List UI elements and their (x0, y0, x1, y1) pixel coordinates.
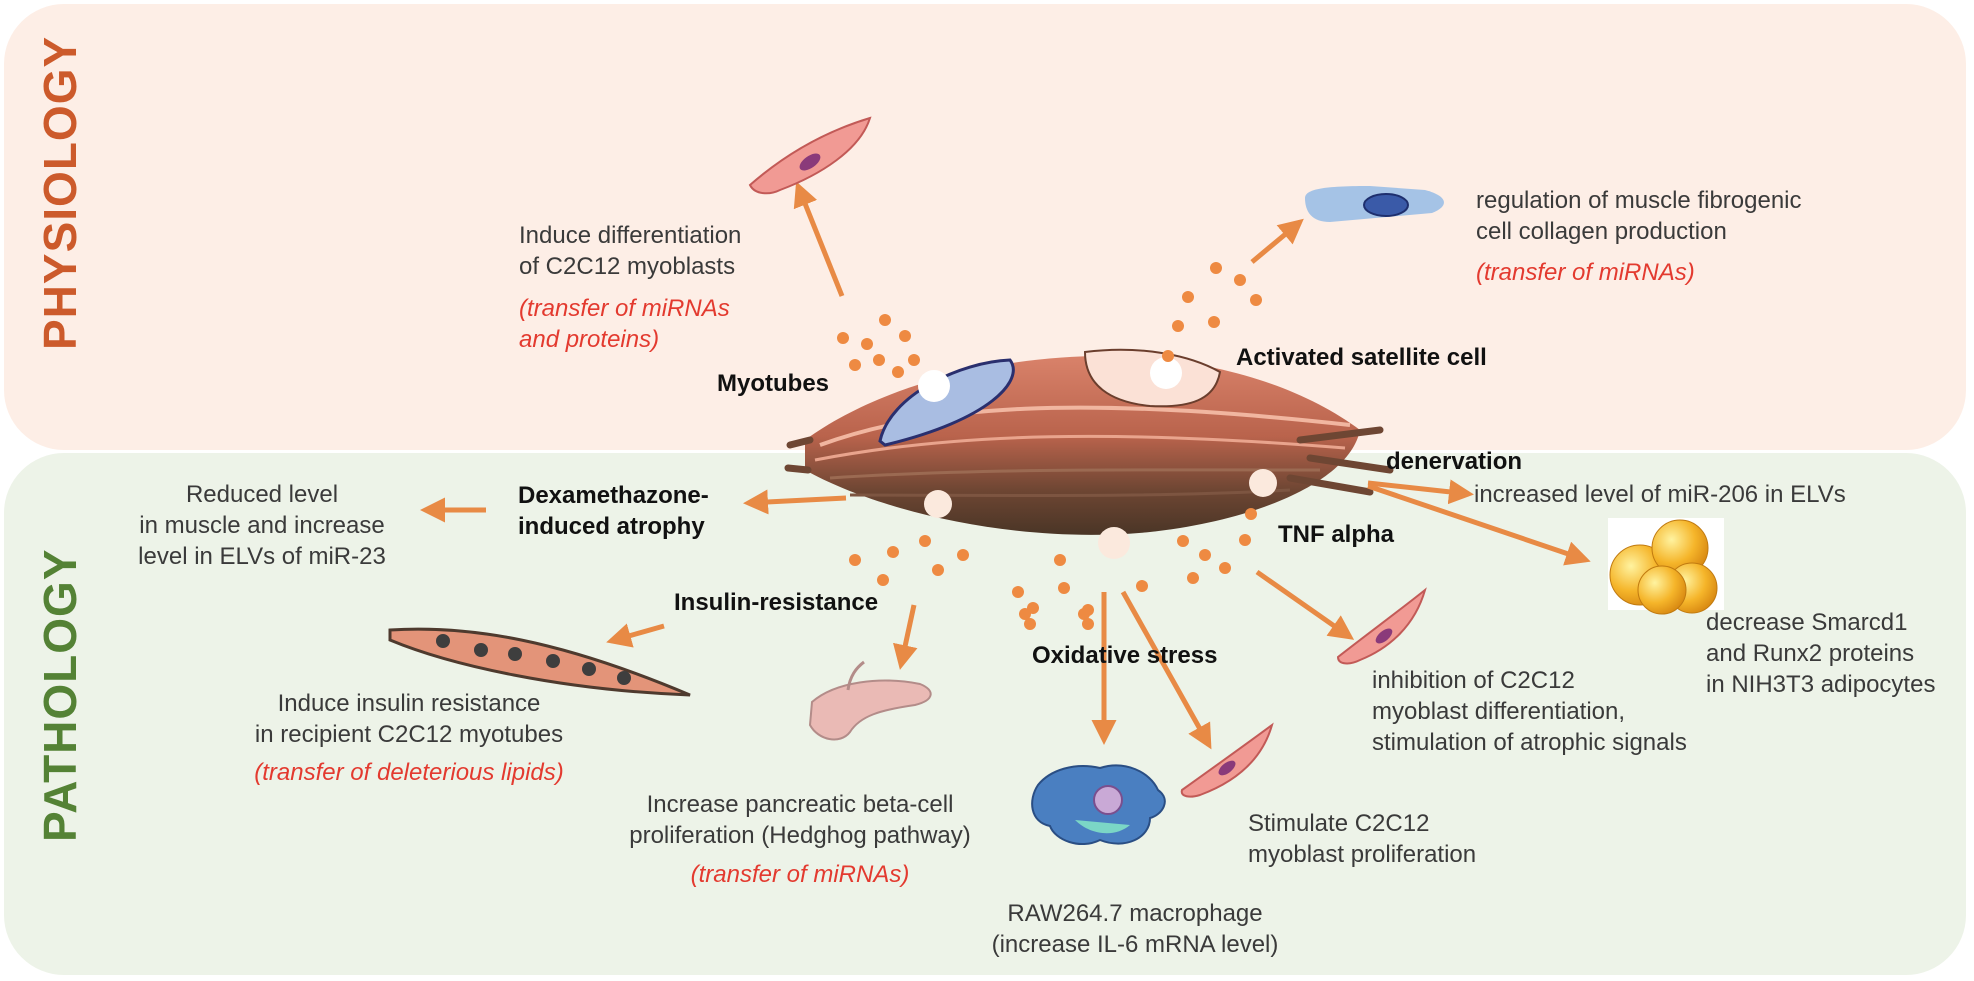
tnf-effect-text: inhibition of C2C12 myoblast differentia… (1372, 667, 1687, 756)
fibrogenic-cell-icon (1305, 186, 1444, 222)
myoblast-differentiation-text: Induce differentiation of C2C12 myoblast… (519, 222, 742, 280)
pancreas-text: Increase pancreatic beta-cell proliferat… (629, 791, 971, 849)
tnf-myoblast-cell-icon (1336, 587, 1427, 665)
mir23-text: Reduced level in muscle and increase lev… (138, 481, 386, 570)
oxidative-stress-label: Oxidative stress (1032, 642, 1218, 669)
fibrogenic-regulation-text: regulation of muscle fibrogenic cell col… (1476, 187, 1802, 245)
insulin-resistance-note: (transfer of deleterious lipids) (254, 759, 564, 786)
myoblast-differentiation-note: (transfer of miRNAs and proteins) (519, 295, 730, 353)
fibrogenic-note: (transfer of miRNAs) (1476, 259, 1695, 286)
arrows (420, 181, 1591, 750)
activated-satellite-cell-label: Activated satellite cell (1236, 344, 1487, 371)
insulin-resistance-text: Induce insulin resistance in recipient C… (254, 690, 564, 748)
skeletal-muscle-illustration (784, 348, 1394, 559)
adipocytes-text: decrease Smarcd1 and Runx2 proteins in N… (1706, 609, 1936, 698)
macrophage-text: RAW264.7 macrophage (increase IL-6 mRNA … (991, 900, 1279, 958)
pancreas-note: (transfer of miRNAs) (690, 861, 910, 888)
proliferating-myoblast-cell-icon (1180, 722, 1274, 798)
extracellular-vesicles (837, 262, 1262, 630)
myoblast-cell-icon (748, 116, 872, 195)
myotube-cell-icon (388, 627, 691, 697)
mir206-text: increased level of miR-206 in ELVs (1474, 481, 1846, 508)
denervation-label: denervation (1386, 448, 1523, 475)
dexamethazone-label: Dexamethazone- induced atrophy (518, 482, 709, 540)
pancreas-icon (808, 660, 932, 741)
macrophage-cell-icon (1031, 764, 1166, 845)
adipocytes-icon (1608, 518, 1724, 615)
myoblast-proliferation-text: Stimulate C2C12 myoblast proliferation (1248, 810, 1477, 868)
myotubes-label: Myotubes (717, 370, 830, 397)
insulin-resistance-label: Insulin-resistance (674, 589, 879, 616)
tnf-alpha-label: TNF alpha (1278, 521, 1395, 548)
